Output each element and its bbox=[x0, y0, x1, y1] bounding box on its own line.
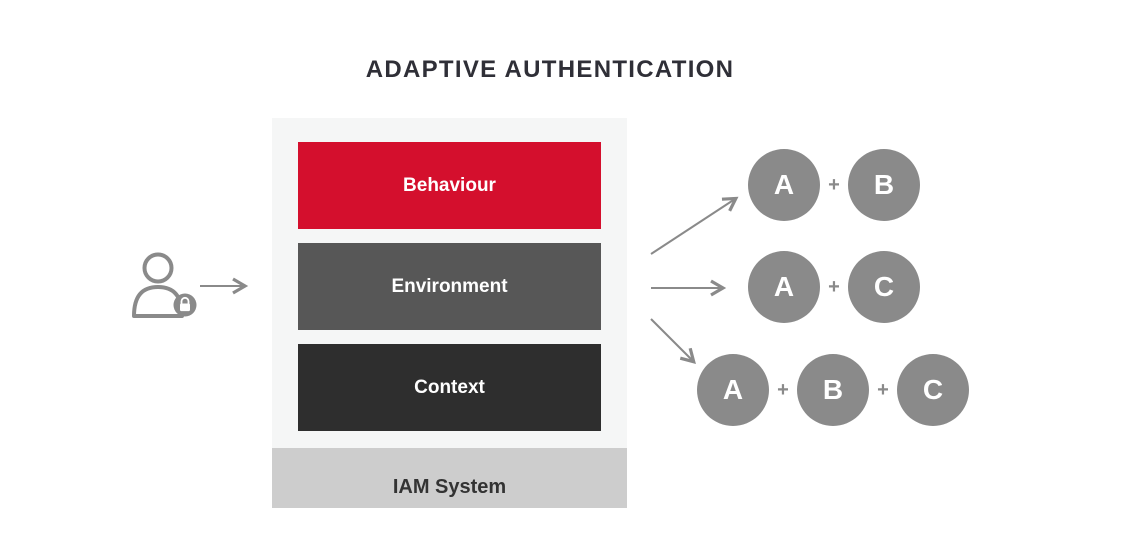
lock-badge-icon bbox=[173, 293, 197, 317]
plus-sign: + bbox=[877, 378, 889, 401]
combination-row-ab: A + B bbox=[748, 149, 920, 221]
iam-system-band: IAM System bbox=[272, 448, 627, 508]
combination-row-abc: A + B + C bbox=[697, 354, 969, 426]
factor-circle-a: A bbox=[697, 354, 769, 426]
layer-context: Context bbox=[298, 344, 601, 431]
factor-stack: Behaviour Environment Context bbox=[272, 118, 627, 448]
factor-circle-b: B bbox=[848, 149, 920, 221]
page-title: ADAPTIVE AUTHENTICATION bbox=[365, 56, 735, 83]
layer-environment: Environment bbox=[298, 243, 601, 330]
factor-circle-c: C bbox=[848, 251, 920, 323]
user-lock-icon bbox=[132, 252, 249, 318]
plus-sign: + bbox=[777, 378, 789, 401]
plus-sign: + bbox=[828, 173, 840, 196]
plus-sign: + bbox=[828, 275, 840, 298]
combination-row-ac: A + C bbox=[748, 251, 920, 323]
factor-circle-a: A bbox=[748, 251, 820, 323]
fan-arrows-icon bbox=[650, 196, 739, 364]
adaptive-auth-panel: Behaviour Environment Context IAM System bbox=[272, 118, 627, 508]
factor-circle-a: A bbox=[748, 149, 820, 221]
arrow-up-right-icon bbox=[650, 196, 739, 255]
arrow-down-right-icon bbox=[650, 318, 696, 364]
factor-circle-b: B bbox=[797, 354, 869, 426]
layer-behaviour: Behaviour bbox=[298, 142, 601, 229]
factor-circle-c: C bbox=[897, 354, 969, 426]
